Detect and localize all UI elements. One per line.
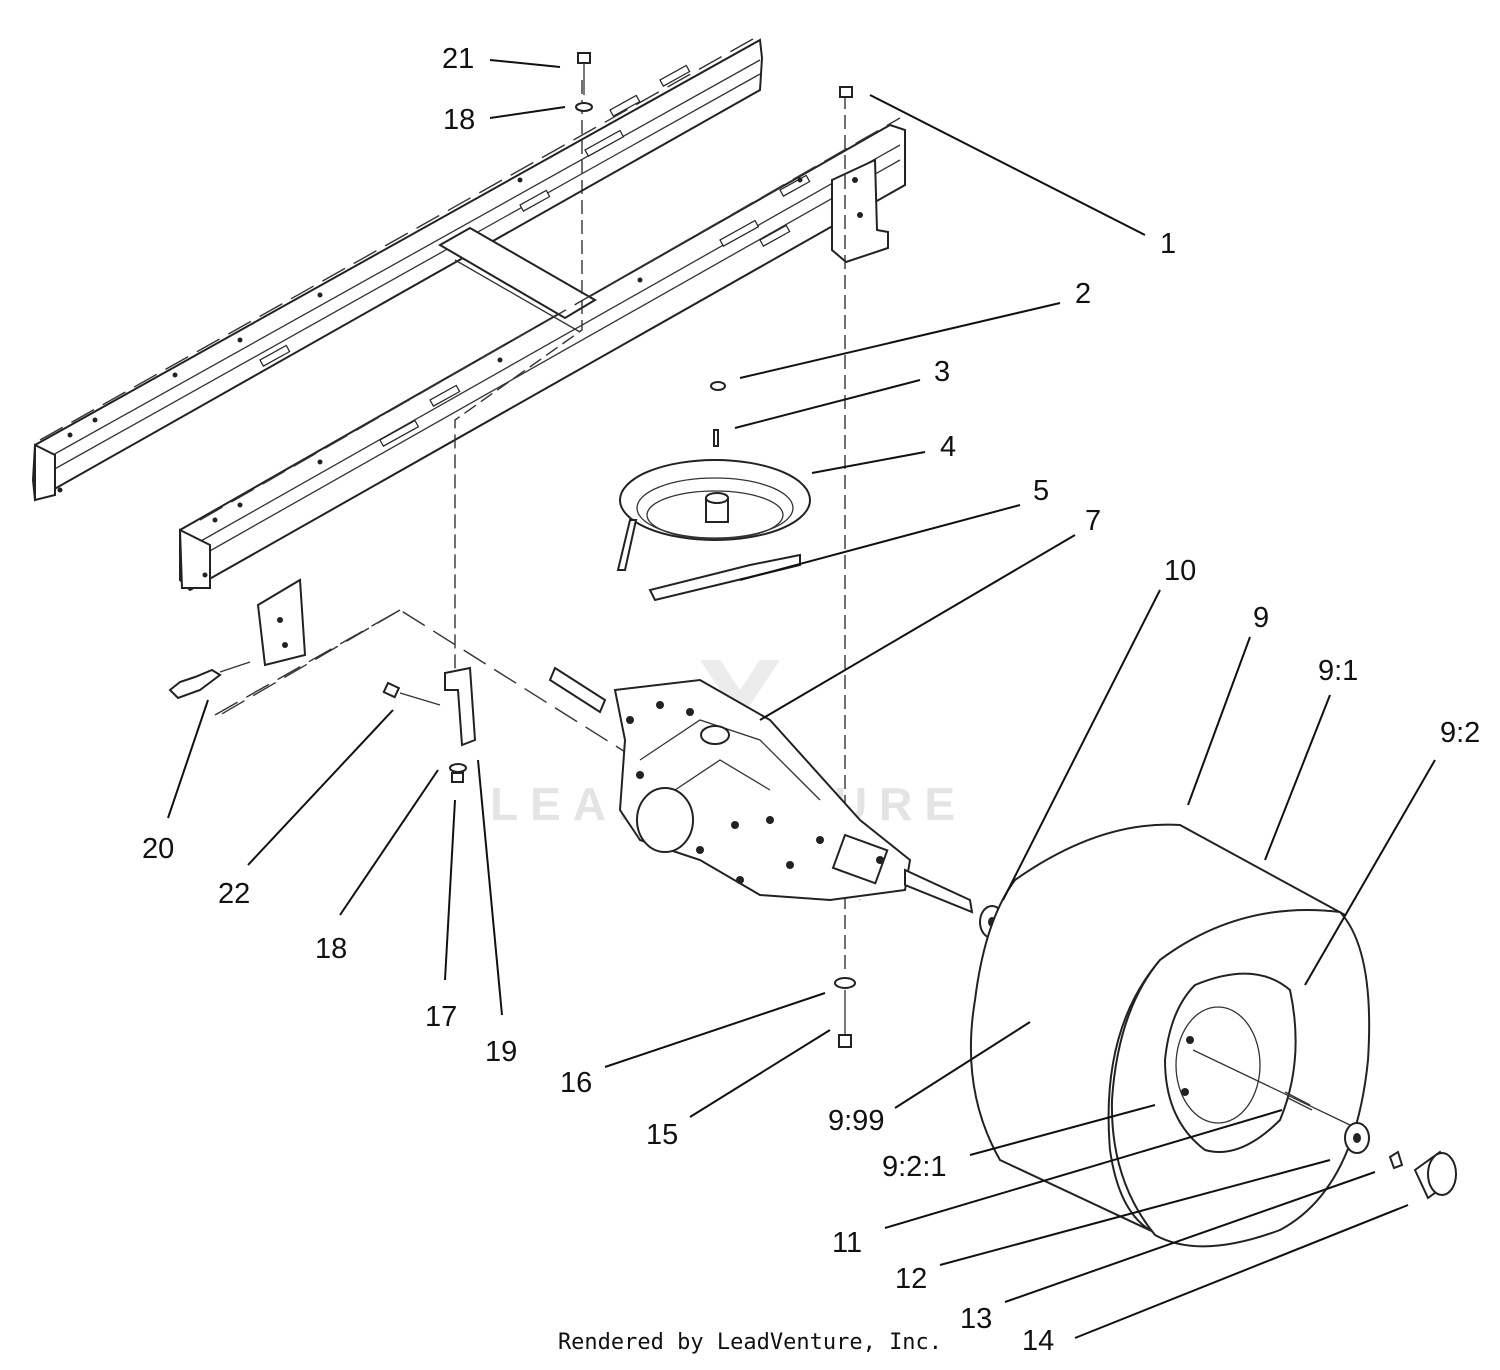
transaxle-7 — [548, 666, 974, 914]
pulley-4 — [619, 459, 811, 541]
footer-credit: Rendered by LeadVenture, Inc. — [557, 1330, 943, 1355]
callout-22: 22 — [218, 878, 250, 910]
callout-21: 21 — [442, 43, 474, 75]
nut-17 — [451, 772, 464, 783]
leader-lines — [167, 59, 1436, 1339]
frame-rails — [31, 38, 906, 592]
bracket-20 — [168, 578, 307, 700]
callout-13: 13 — [960, 1303, 992, 1335]
callout-1: 1 — [1160, 228, 1176, 260]
callout-19: 19 — [485, 1036, 517, 1068]
cap-14 — [1413, 1150, 1457, 1200]
callout-11: 11 — [832, 1227, 862, 1259]
callout-7: 7 — [1085, 505, 1101, 537]
callout-14: 14 — [1022, 1325, 1054, 1357]
callout-9: 9 — [1253, 602, 1269, 634]
washer-16 — [834, 977, 856, 989]
callout-20: 20 — [142, 833, 174, 865]
wheel-assembly-9 — [969, 823, 1371, 1248]
callout-15: 15 — [646, 1119, 678, 1151]
callout-9-2-1: 9:2:1 — [882, 1151, 947, 1183]
callout-10: 10 — [1164, 555, 1196, 587]
callout-18-lower: 18 — [315, 933, 347, 965]
fan-5 — [616, 519, 638, 571]
callout-16: 16 — [560, 1067, 592, 1099]
callouts: 21 18 1 2 3 4 5 7 10 9 9:1 9:2 20 22 18 … — [142, 43, 1480, 1357]
washer-18-lower — [449, 763, 467, 773]
bolt-22 — [382, 681, 441, 706]
ring-13 — [1388, 1150, 1404, 1170]
callout-17: 17 — [425, 1001, 457, 1033]
callout-9-1: 9:1 — [1318, 655, 1358, 687]
washer-12 — [1344, 1122, 1370, 1154]
bolt-21 — [575, 52, 593, 112]
retainer-2 — [710, 381, 726, 391]
callout-9-99: 9:99 — [828, 1105, 884, 1137]
nut-1 — [839, 86, 853, 98]
key-3 — [713, 429, 719, 447]
callout-3: 3 — [934, 356, 950, 388]
callout-18-top: 18 — [443, 104, 475, 136]
bracket-19 — [444, 666, 477, 747]
callout-5: 5 — [1033, 475, 1049, 507]
callout-2: 2 — [1075, 278, 1091, 310]
callout-4: 4 — [940, 431, 956, 463]
bolt-15 — [838, 990, 852, 1048]
callout-9-2: 9:2 — [1440, 717, 1480, 749]
callout-12: 12 — [895, 1263, 927, 1295]
